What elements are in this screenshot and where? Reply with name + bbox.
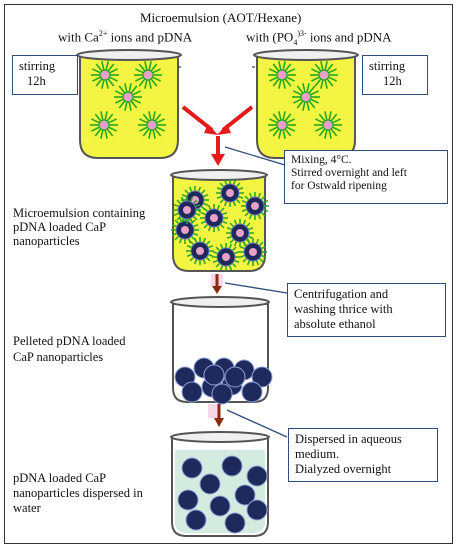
nanoparticle-icon [224, 512, 246, 534]
nanoparticle-icon [226, 219, 254, 247]
step3-label: Pelleted pDNA loaded CaP nanoparticles [13, 334, 126, 364]
micelle-icon [292, 83, 320, 111]
nanoparticle-icon [239, 238, 267, 266]
nanoparticle-icon [241, 381, 263, 403]
step4-label: pDNA loaded CaP nanoparticles dispersed … [13, 471, 143, 515]
nanoparticle-icon [241, 192, 269, 220]
nanoparticle-icon [234, 484, 256, 506]
nanoparticle-icon [251, 366, 273, 388]
beaker-ca-ions [76, 49, 182, 159]
right-solution-label: with (PO4)3- ions and pDNA [246, 29, 392, 47]
nanoparticle-icon [200, 204, 228, 232]
arrow-to-dispersion [208, 404, 224, 427]
mixing-box: Mixing, 4°C. Stirred overnight and left … [284, 150, 448, 204]
left-solution-label: with Ca2+ ions and pDNA [58, 29, 193, 45]
step2-label: Microemulsion containing pDNA loaded CaP… [13, 206, 146, 248]
header-title: Microemulsion (AOT/Hexane) [140, 10, 302, 25]
micelle-icon [268, 61, 296, 89]
nanoparticle-icon [221, 455, 243, 477]
nanoparticle-icon [185, 509, 207, 531]
centrifuge-box: Centrifugation and washing thrice with a… [287, 283, 446, 337]
nanoparticle-icon [216, 179, 244, 207]
nanoparticle-icon [209, 495, 231, 517]
micelle-icon [310, 61, 338, 89]
micelle-icon [91, 61, 119, 89]
mixing-arrows [181, 105, 254, 166]
micelle-icon [138, 111, 166, 139]
beaker-phosphate-ions [253, 49, 359, 159]
micelle-icon [90, 111, 118, 139]
nanoparticle-icon [199, 473, 221, 495]
nanoparticle-icon [181, 457, 203, 479]
beaker-pellet [170, 296, 273, 405]
figure-frame [4, 4, 453, 544]
connector-lines [178, 66, 288, 438]
nanoparticle-icon [181, 381, 203, 403]
micelle-icon [134, 61, 162, 89]
micelle-icon [268, 111, 296, 139]
beaker-dispersed [170, 431, 270, 537]
disperse-box: Dispersed in aqueous medium. Dialyzed ov… [288, 428, 438, 482]
stirring-box-right: stirring 12h [362, 55, 428, 95]
stirring-box-left: stirring 12h [12, 55, 78, 95]
nanoparticle-icon [246, 465, 268, 487]
micelle-icon [314, 111, 342, 139]
nanoparticle-icon [212, 243, 240, 271]
beaker-mixed-emulsion [170, 169, 269, 272]
arrow-to-centrifuge [211, 274, 223, 294]
nanoparticle-icon [211, 383, 233, 405]
nanoparticle-icon [203, 364, 225, 386]
nanoparticle-icon [186, 237, 214, 265]
nanoparticle-icon [246, 499, 268, 521]
nanoparticle-icon [173, 196, 201, 224]
nanoparticle-icon [224, 366, 246, 388]
nanoparticle-icon [177, 489, 199, 511]
micelle-icon [114, 83, 142, 111]
